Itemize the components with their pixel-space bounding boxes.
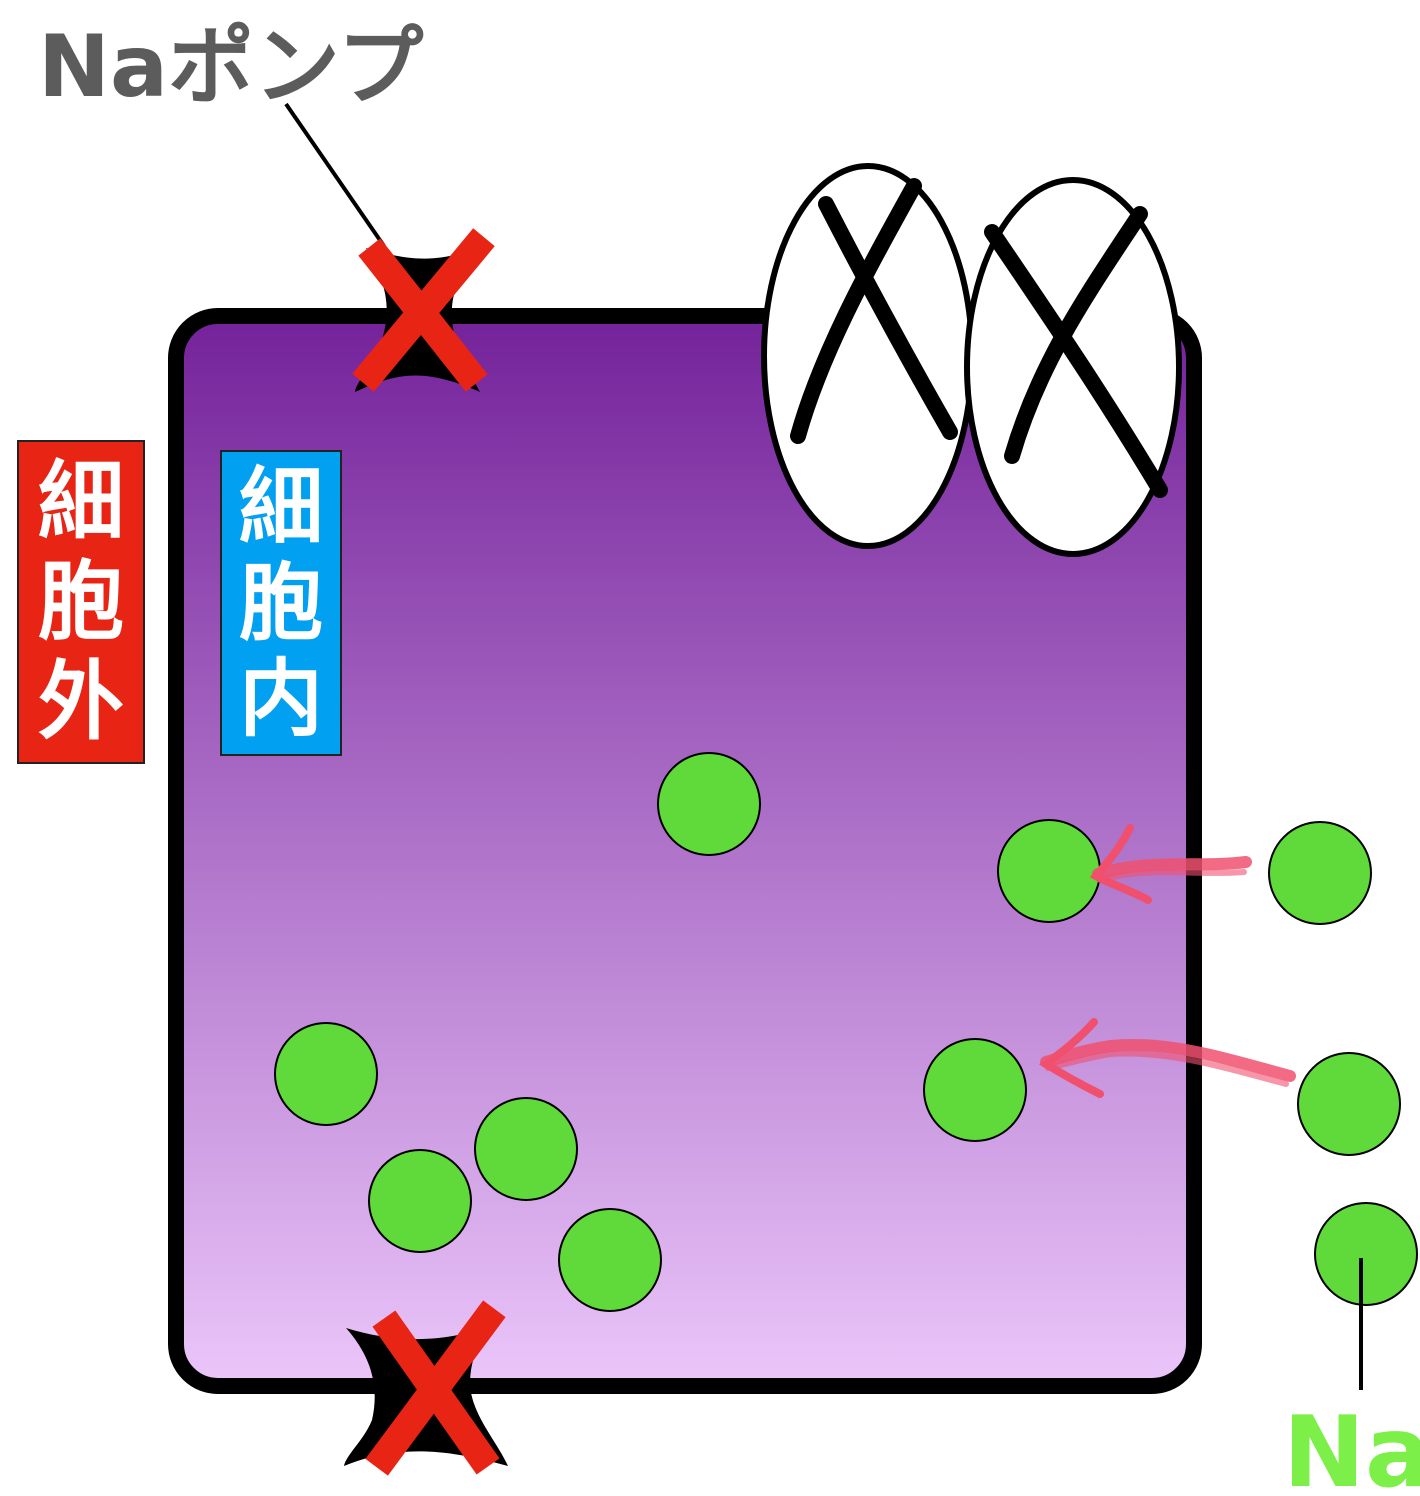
intracellular-char-1: 細	[238, 458, 323, 556]
na-ion	[1314, 1202, 1418, 1306]
na-ion	[558, 1208, 662, 1312]
intracellular-label: 細 胞 内	[220, 450, 342, 756]
extracellular-char-2: 胞	[38, 552, 124, 652]
influx-arrow-1	[1089, 824, 1252, 904]
na-ion	[368, 1149, 472, 1253]
na-ion	[1268, 821, 1372, 925]
na-pump-top-blocked	[352, 228, 495, 392]
na-ion	[657, 752, 761, 856]
blocked-channel-left	[761, 163, 975, 549]
na-ion	[1297, 1052, 1401, 1156]
extracellular-char-1: 細	[38, 452, 124, 552]
na-ion	[274, 1022, 378, 1126]
pump-leader-line	[284, 102, 386, 248]
na-pump-label: Naポンプ	[38, 17, 423, 117]
na-ion	[997, 819, 1101, 923]
na-ion-label: Na	[1283, 1396, 1420, 1496]
extracellular-char-3: 外	[38, 652, 124, 752]
na-ion	[923, 1038, 1027, 1142]
intracellular-char-2: 胞	[238, 554, 323, 652]
intracellular-char-3: 内	[238, 650, 323, 748]
cross-mark-bottom	[365, 1300, 506, 1476]
na-ion	[474, 1097, 578, 1201]
blocked-channel-right	[964, 177, 1199, 557]
na-ions-inside	[274, 752, 1101, 1312]
na-ions-outside	[1268, 821, 1418, 1306]
influx-arrow-2	[1038, 1018, 1296, 1098]
cross-mark-top	[352, 228, 495, 392]
extracellular-label: 細 胞 外	[17, 440, 145, 764]
na-pump-bottom-blocked	[344, 1300, 508, 1476]
